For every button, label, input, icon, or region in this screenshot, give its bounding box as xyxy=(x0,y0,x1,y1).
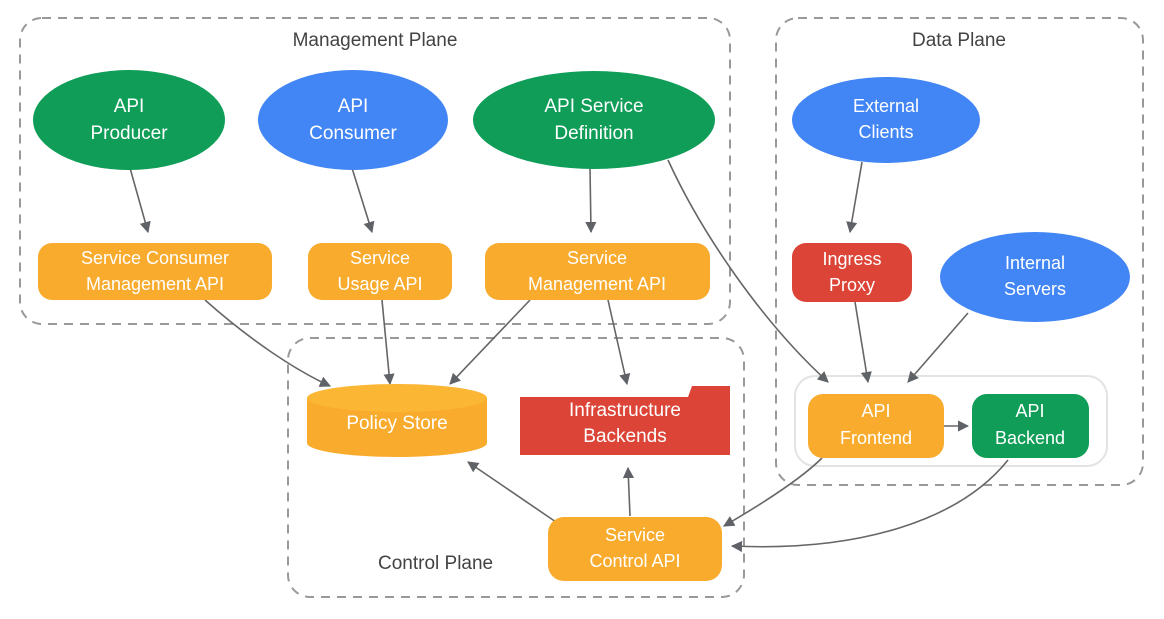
edge-api-backend-to-service-control-api xyxy=(730,459,1009,553)
edge-external-clients-to-ingress-proxy xyxy=(846,161,863,234)
node-service-consumer-management-api[interactable]: Service Consumer Management API xyxy=(38,243,272,300)
api-frontend-label-line2: Frontend xyxy=(840,428,912,448)
node-infrastructure-backends[interactable]: Infrastructure Backends xyxy=(520,386,730,455)
ingress-proxy-label-line2: Proxy xyxy=(829,275,875,295)
api-backend-label-line1: API xyxy=(1015,401,1044,421)
infrastructure-backends-label-line1: Infrastructure xyxy=(569,400,681,421)
policy-store-label: Policy Store xyxy=(346,413,447,434)
service-control-api-label-line2: Control API xyxy=(589,551,680,571)
api-producer-label-line1: API xyxy=(114,96,145,117)
node-api-backend[interactable]: API Backend xyxy=(972,394,1089,458)
edge-service-management-api-to-infrastructure-backends xyxy=(607,299,631,386)
api-gateway-group-box xyxy=(794,375,1108,467)
service-management-api-label-line1: Service xyxy=(567,248,627,268)
data-plane-label: Data Plane xyxy=(912,30,1006,51)
edge-ingress-proxy-to-api-frontend xyxy=(854,301,872,384)
edge-service-consumer-management-api-to-policy-store xyxy=(204,299,332,387)
api-consumer-label-line2: Consumer xyxy=(309,123,397,144)
edge-api-service-definition-to-service-management-api xyxy=(585,167,597,234)
node-api-frontend[interactable]: API Frontend xyxy=(808,394,944,458)
edge-layer xyxy=(129,159,1009,553)
control-plane-label: Control Plane xyxy=(378,553,493,574)
api-service-definition-label-line1: API Service xyxy=(544,96,643,117)
external-clients-label-line2: Clients xyxy=(858,122,913,142)
edge-service-control-api-to-infrastructure-backends xyxy=(622,466,635,517)
service-management-api-shape[interactable] xyxy=(485,243,710,300)
node-api-consumer[interactable]: API Consumer xyxy=(258,70,448,170)
service-consumer-management-api-label-line1: Service Consumer xyxy=(81,248,229,268)
service-usage-api-label-line2: Usage API xyxy=(337,274,422,294)
service-usage-api-label-line1: Service xyxy=(350,248,410,268)
node-internal-servers[interactable]: Internal Servers xyxy=(940,232,1130,322)
node-service-management-api[interactable]: Service Management API xyxy=(485,243,710,300)
policy-store-body[interactable] xyxy=(307,398,487,457)
node-policy-store[interactable]: Policy Store xyxy=(307,384,487,457)
node-api-service-definition[interactable]: API Service Definition xyxy=(473,71,715,169)
internal-servers-label-line2: Servers xyxy=(1004,279,1066,299)
api-producer-shape[interactable] xyxy=(33,70,225,170)
ingress-proxy-shape[interactable] xyxy=(792,243,912,302)
service-consumer-management-api-shape[interactable] xyxy=(38,243,272,300)
internal-servers-shape[interactable] xyxy=(940,232,1130,322)
api-backend-shape[interactable] xyxy=(972,394,1089,458)
api-service-definition-label-line2: Definition xyxy=(554,123,633,144)
service-usage-api-shape[interactable] xyxy=(308,243,452,300)
external-clients-shape[interactable] xyxy=(792,77,980,163)
service-management-api-label-line2: Management API xyxy=(528,274,666,294)
api-consumer-shape[interactable] xyxy=(258,70,448,170)
external-clients-label-line1: External xyxy=(853,96,919,116)
internal-servers-label-line1: Internal xyxy=(1005,253,1065,273)
infrastructure-backends-shape[interactable] xyxy=(520,386,730,455)
group-api-gateway xyxy=(794,375,1108,467)
edge-api-consumer-to-service-usage-api xyxy=(351,167,375,234)
node-ingress-proxy[interactable]: Ingress Proxy xyxy=(792,243,912,302)
service-control-api-shape[interactable] xyxy=(548,517,722,581)
api-service-definition-shape[interactable] xyxy=(473,71,715,169)
node-service-control-api[interactable]: Service Control API xyxy=(548,517,722,581)
api-frontend-label-line1: API xyxy=(861,401,890,421)
api-consumer-label-line1: API xyxy=(338,96,369,117)
group-control-plane: Control Plane xyxy=(287,337,745,598)
policy-store-top[interactable] xyxy=(307,384,487,412)
data-plane-box xyxy=(775,17,1144,486)
node-external-clients[interactable]: External Clients xyxy=(792,77,980,163)
edge-api-service-definition-to-api-frontend xyxy=(667,159,829,383)
node-api-producer[interactable]: API Producer xyxy=(33,70,225,170)
edge-api-producer-to-service-consumer-management-api xyxy=(129,167,151,234)
node-service-usage-api[interactable]: Service Usage API xyxy=(308,243,452,300)
edge-service-control-api-to-policy-store xyxy=(467,461,557,523)
service-consumer-management-api-label-line2: Management API xyxy=(86,274,224,294)
api-backend-label-line2: Backend xyxy=(995,428,1065,448)
service-control-api-label-line1: Service xyxy=(605,525,665,545)
management-plane-label: Management Plane xyxy=(293,30,458,51)
api-frontend-shape[interactable] xyxy=(808,394,944,458)
edge-service-usage-api-to-policy-store xyxy=(381,299,395,386)
ingress-proxy-label-line1: Ingress xyxy=(822,249,881,269)
control-plane-box xyxy=(287,337,745,598)
api-producer-label-line2: Producer xyxy=(90,123,168,144)
group-management-plane: Management Plane xyxy=(19,17,731,325)
edge-service-management-api-to-policy-store xyxy=(449,299,531,385)
edge-api-frontend-to-service-control-api xyxy=(723,457,823,527)
infrastructure-backends-label-line2: Backends xyxy=(583,426,666,447)
group-data-plane: Data Plane xyxy=(775,17,1144,486)
edge-internal-servers-to-api-frontend xyxy=(907,312,969,383)
management-plane-box xyxy=(19,17,731,325)
